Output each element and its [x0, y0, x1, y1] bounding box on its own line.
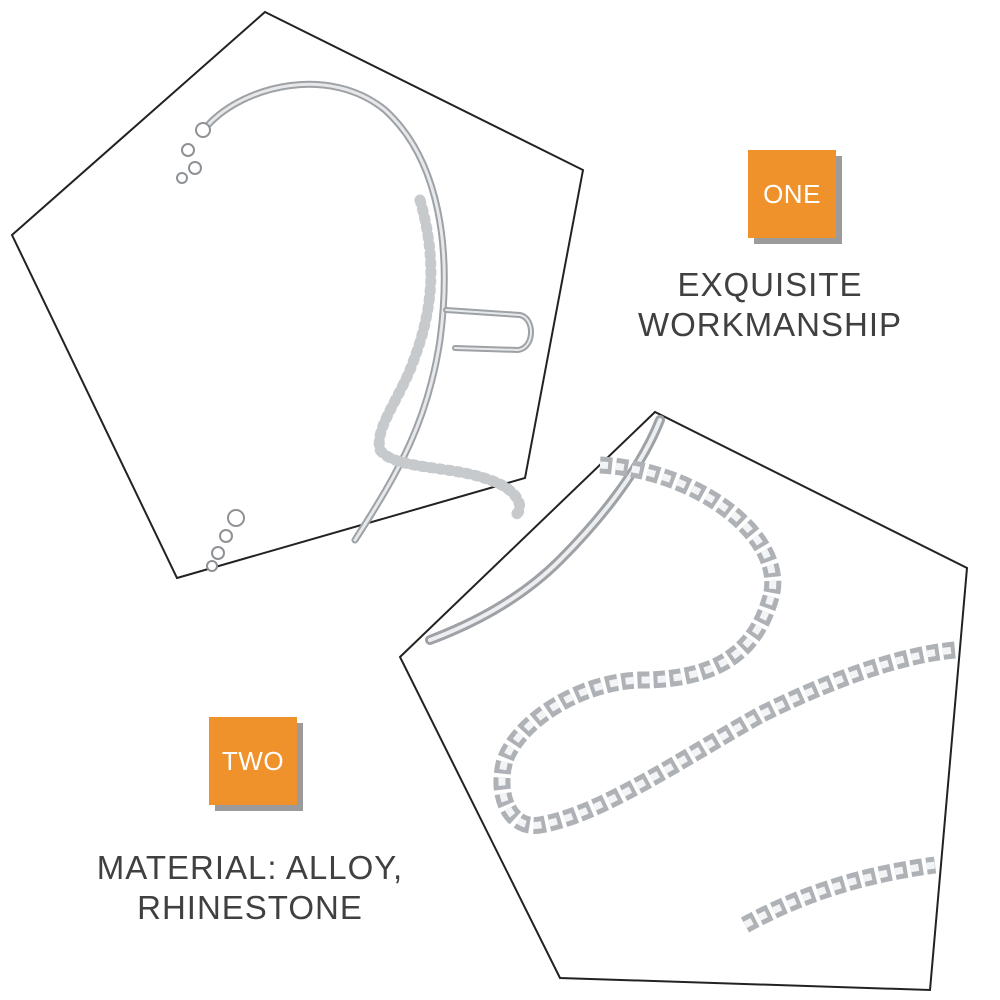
- badge-two: TWO: [209, 717, 297, 805]
- pentagon-frame-top: [10, 10, 585, 580]
- bottom-stud-stones: [206, 509, 245, 572]
- badge-one: ONE: [748, 150, 836, 238]
- top-stud-stones: [176, 122, 211, 184]
- feature-one-text: EXQUISITE WORKMANSHIP: [620, 265, 920, 345]
- feature-two-text: MATERIAL: ALLOY, RHINESTONE: [60, 848, 440, 928]
- feature-two-line-1: MATERIAL: ALLOY,: [96, 849, 404, 886]
- ear-cuff-earring: [204, 80, 534, 544]
- feature-two-line-2: RHINESTONE: [137, 889, 363, 926]
- pentagon-frame-bottom: [398, 410, 969, 992]
- rhinestone-chain-photo: [398, 410, 969, 992]
- rhinestone-chain: [493, 456, 956, 933]
- feature-one-line-2: WORKMANSHIP: [637, 306, 902, 343]
- ear-cuff-photo: [10, 10, 585, 580]
- feature-one-line-1: EXQUISITE: [677, 266, 863, 303]
